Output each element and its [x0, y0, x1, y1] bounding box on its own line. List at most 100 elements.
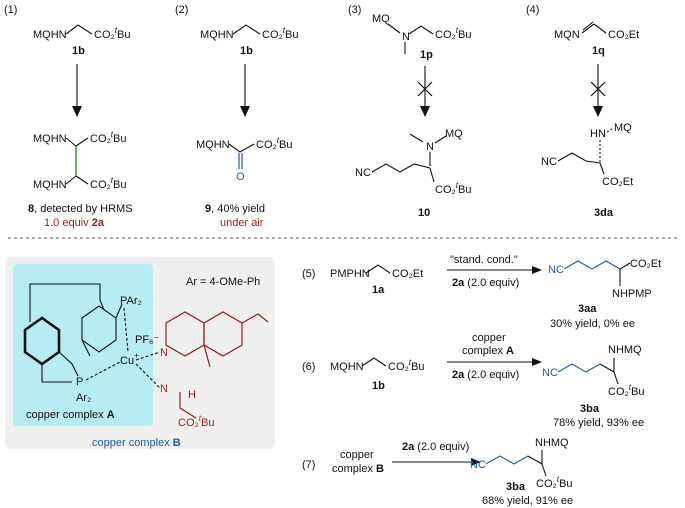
r4-sm-bonds — [581, 21, 607, 34]
r5-p-new-chain — [563, 260, 621, 270]
r4-p-hn: HN — [590, 128, 606, 140]
panel-number-5: (5) — [302, 268, 315, 280]
aryl-definition: Ar = 4-OMe-Ph — [186, 276, 260, 288]
r1-caption: 8, detected by HRMS — [28, 203, 133, 215]
r1-p-ester-bot: CO₂tBu — [90, 176, 126, 191]
r5-p-bonds — [619, 262, 631, 286]
r5-p-ester: CO₂Et — [630, 258, 661, 270]
r2-sm-amine: MQHN — [200, 29, 234, 41]
r1-bond-d — [75, 175, 89, 185]
r4-p-chain — [557, 152, 601, 164]
p-cu-bond-top — [123, 307, 129, 353]
r4-p-mq: MQ — [614, 122, 632, 134]
r6-p-bonds — [599, 358, 619, 385]
r5-p-nc: NC — [548, 264, 564, 276]
ligand-n-ring: N — [160, 347, 168, 359]
r1-sm-ester: CO₂tBu — [94, 26, 130, 41]
r4-p-nbonds — [599, 127, 615, 162]
r5-sm-bonds — [365, 264, 391, 274]
r2-p-oxygen: O — [236, 171, 245, 183]
r7-sm-line1: copper — [340, 449, 374, 461]
r7-p-bonds — [527, 450, 547, 477]
r6-sm-label: 1b — [372, 380, 385, 392]
r1-p-amine-bot: MQHN — [33, 179, 67, 191]
reaction-1: MQHN CO₂tBu 1b MQHN MQHN CO₂tBu CO₂tBu 8… — [28, 24, 133, 229]
r6-p-nc: NC — [542, 367, 558, 379]
r4-p-ester-bond — [599, 162, 605, 175]
r3-cross — [417, 81, 433, 97]
reaction-5: PMPHN CO₂Et 1a "stand. cond." 2a (2.0 eq… — [330, 254, 661, 330]
r6-arrow-bottom: 2a (2.0 equiv) — [452, 369, 519, 381]
r3-p-ester: CO₂tBu — [435, 181, 471, 196]
r5-arrow-top: "stand. cond." — [450, 254, 518, 266]
cyclophane-bridge-top — [29, 283, 101, 300]
panel-number-4: (4) — [526, 4, 539, 16]
r3-p-nbonds — [409, 133, 447, 166]
ligand-h: H — [188, 389, 196, 401]
r2-p-bonds — [228, 143, 255, 153]
r2-arrowhead — [240, 106, 250, 117]
r4-sm-ester: CO₂Et — [608, 29, 639, 41]
r1-sm-bonds — [65, 24, 93, 35]
r7-sm-line2: complex B — [332, 463, 384, 475]
r6-p-amine: NHMQ — [608, 344, 642, 356]
r3-caption: 10 — [418, 207, 430, 219]
panel-number-6: (6) — [302, 361, 315, 373]
r6-sm-ester: CO₂tBu — [388, 358, 424, 373]
r7-yield: 68% yield, 91% ee — [482, 495, 573, 507]
r5-arrowhead — [532, 266, 542, 274]
r2-caption: 9, 40% yield — [205, 203, 265, 215]
r4-p-ester: CO₂Et — [602, 176, 633, 188]
r3-sm-bonds — [387, 23, 434, 54]
r7-p-nc: NC — [470, 459, 486, 471]
r3-sm-ester: CO₂tBu — [435, 26, 471, 41]
r1-arrowhead — [72, 106, 82, 117]
r1-sm-label: 1b — [72, 45, 85, 57]
r5-sm-amine: PMPHN — [330, 268, 370, 280]
ligand-ester: CO₂tBu — [178, 414, 214, 429]
cyclophane-linkers — [29, 299, 123, 377]
panel-number-7: (7) — [302, 459, 315, 471]
r2-p-amine: MQHN — [196, 139, 230, 151]
r4-arrowhead — [593, 106, 603, 117]
r6-arrowhead — [532, 358, 542, 366]
r3-sm-mq: MQ — [372, 13, 390, 25]
r2-p-ester: CO₂tBu — [256, 136, 292, 151]
r7-p-amine: NHMQ — [535, 437, 569, 449]
r4-p-nc: NC — [541, 156, 557, 168]
cu-n-bonds — [135, 351, 161, 389]
r1-p-amine-top: MQHN — [33, 133, 67, 145]
r3-p-mq: MQ — [445, 128, 463, 140]
r1-p-ester-top: CO₂tBu — [90, 130, 126, 145]
r5-p-amine: NHPMP — [612, 288, 652, 300]
r7-label: 3ba — [506, 481, 526, 493]
r6-sm-amine: MQHN — [330, 361, 364, 373]
r3-sm-label: 1p — [420, 49, 433, 61]
ligand-n-amine: N — [160, 383, 168, 395]
r7-arrow-top: 2a (2.0 equiv) — [402, 441, 469, 453]
phosphine-bottom-ar: Ar₂ — [76, 392, 91, 404]
r1-bond-c — [75, 137, 89, 147]
complex-a-label: copper complex A — [26, 409, 115, 421]
r6-p-new-chain — [557, 363, 601, 373]
r1-bond-a — [65, 137, 77, 147]
cyclophane-bridge-bottom — [41, 364, 72, 383]
r4-sm-label: 1q — [592, 45, 605, 57]
r5-yield: 30% yield, 0% ee — [550, 318, 635, 330]
reaction-4: MQN CO₂Et 1q HN MQ NC CO₂Et 3da — [541, 21, 639, 219]
copper-center: Cu+ — [120, 351, 139, 367]
r6-arrow-top-1: copper — [472, 332, 506, 344]
r6-sm-bonds — [361, 357, 387, 367]
r6-label: 3ba — [580, 403, 600, 415]
r5-label: 3aa — [578, 303, 597, 315]
r5-sm-ester: CO₂Et — [392, 268, 423, 280]
reaction-6: MQHN CO₂tBu 1b copper complex A 2a (2.0 … — [330, 332, 644, 429]
r6-p-ester: CO₂tBu — [608, 383, 644, 398]
r2-sm-ester: CO₂tBu — [262, 26, 298, 41]
r3-p-ester-bond — [429, 167, 435, 183]
phosphine-top: PAr₂ — [120, 295, 142, 307]
counterion: PF₆⁻ — [135, 334, 159, 346]
r7-arrowhead — [471, 458, 481, 466]
r6-yield: 78% yield, 93% ee — [553, 417, 644, 429]
